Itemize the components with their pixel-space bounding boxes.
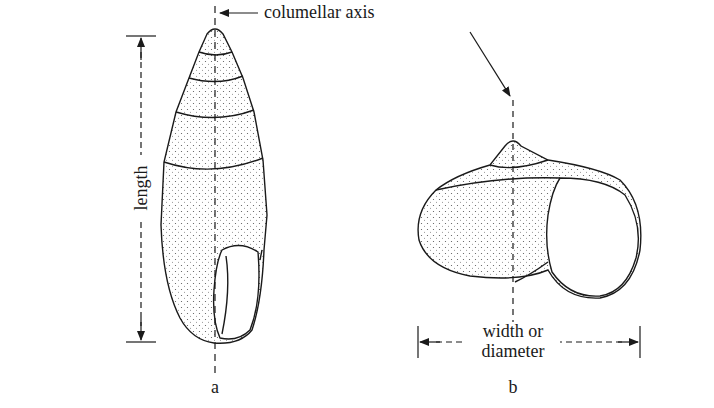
dimension-label: length (131, 163, 151, 212)
elongate-shell (161, 29, 267, 343)
dimension-label: width or diameter (466, 322, 560, 362)
figure-letter: b (509, 378, 518, 398)
leader-line (470, 32, 510, 96)
columellar-axis (214, 6, 215, 380)
depressed-shell (418, 141, 641, 298)
length-dimension (126, 36, 156, 342)
axis-label: columellar axis (262, 3, 376, 23)
columellar-axis (512, 100, 513, 322)
leader-line (220, 12, 258, 13)
figure-letter: a (209, 378, 221, 398)
